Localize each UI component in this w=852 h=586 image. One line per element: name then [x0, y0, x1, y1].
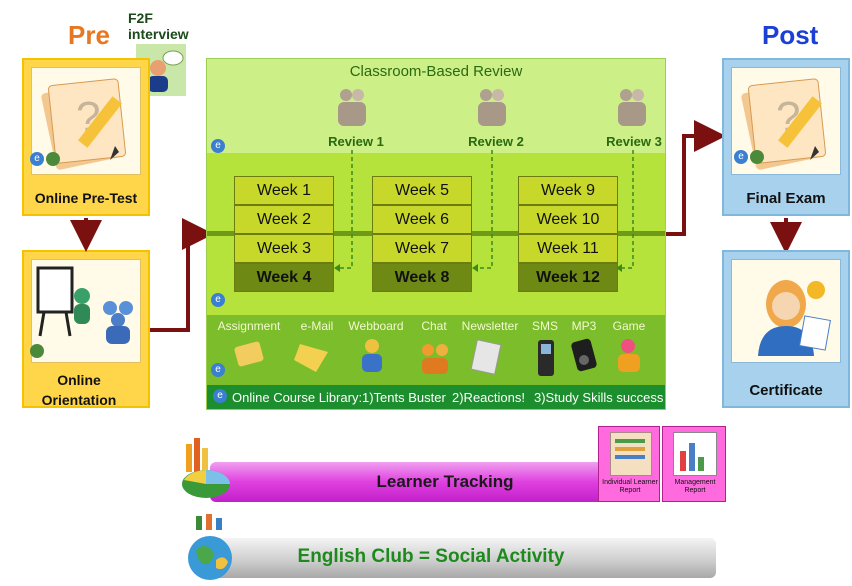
- people-icon: [30, 344, 44, 358]
- review-1-label: Review 1: [328, 134, 384, 149]
- report-building-icon: [610, 432, 652, 476]
- people-icon: [750, 150, 764, 164]
- certificate-box[interactable]: Certificate: [722, 250, 850, 408]
- review-3-people-icon: [614, 86, 650, 128]
- tool-label-email: e-Mail: [300, 319, 334, 333]
- tracking-chart-icon: [182, 438, 230, 498]
- pre-test-label: Online Pre-Test: [34, 190, 138, 206]
- week-block[interactable]: Week 1: [234, 176, 334, 205]
- newsletter-icon: [470, 339, 502, 375]
- english-club-bar: [206, 538, 716, 578]
- ie-icon: e: [213, 389, 227, 403]
- ie-icon: e: [211, 139, 225, 153]
- globe-club-icon: [188, 514, 232, 580]
- week-block[interactable]: Week 12: [518, 263, 618, 292]
- week-block[interactable]: Week 3: [234, 234, 334, 263]
- week-block[interactable]: Week 10: [518, 205, 618, 234]
- assignment-icon: [234, 341, 264, 367]
- orientation-label: Online Orientation: [41, 372, 117, 408]
- review-panel-title: Classroom-Based Review: [349, 63, 523, 80]
- library-item-1[interactable]: 1)Tents Buster: [362, 390, 446, 405]
- learner-tracking-label: Learner Tracking: [376, 472, 514, 491]
- library-label: Online Course Library:: [232, 390, 363, 405]
- week-block[interactable]: Week 5: [372, 176, 472, 205]
- tool-label-assignment: Assignment: [217, 319, 281, 333]
- game-icon: [618, 339, 640, 372]
- post-heading: Post: [762, 20, 819, 50]
- email-icon: [294, 344, 328, 372]
- f2f-interview-label: F2F interview: [128, 10, 189, 42]
- management-report-label: Management Report: [674, 479, 716, 494]
- tool-label-newsletter: Newsletter: [461, 319, 519, 333]
- tool-label-sms: SMS: [531, 319, 558, 333]
- tool-label-webboard: Webboard: [348, 319, 404, 333]
- tool-label-game: Game: [612, 319, 646, 333]
- webboard-icon: [362, 339, 382, 372]
- review-3-label: Review 3: [606, 134, 662, 149]
- report-chart-icon: [673, 432, 717, 476]
- online-pre-test-box[interactable]: ? e Online Pre-Test: [22, 58, 150, 216]
- ie-icon: e: [734, 150, 748, 164]
- sms-phone-icon: [538, 340, 554, 376]
- learner-tracking-bar: [210, 462, 610, 502]
- week-block[interactable]: Week 9: [518, 176, 618, 205]
- pre-test-paper-icon: ?: [41, 78, 126, 170]
- presentation-board-icon: [36, 266, 133, 344]
- english-club-label: English Club = Social Activity: [297, 546, 565, 567]
- review-2-label: Review 2: [468, 134, 524, 149]
- people-icon: [46, 152, 60, 166]
- review-2-people-icon: [474, 86, 510, 128]
- week-block[interactable]: Week 11: [518, 234, 618, 263]
- individual-learner-report-button[interactable]: Individual Learner Report: [598, 426, 660, 502]
- graduate-certificate-icon: [758, 280, 831, 356]
- pre-heading: Pre: [68, 20, 110, 50]
- chat-icon: [422, 344, 448, 374]
- final-exam-paper-icon: ?: [741, 78, 826, 170]
- mp3-player-icon: [571, 338, 597, 372]
- tool-label-chat: Chat: [421, 319, 447, 333]
- week-block[interactable]: Week 2: [234, 205, 334, 234]
- management-report-button[interactable]: Management Report: [662, 426, 726, 502]
- final-exam-label: Final Exam: [746, 190, 826, 207]
- certificate-label: Certificate: [749, 382, 823, 399]
- library-item-2[interactable]: 2)Reactions!: [452, 390, 525, 405]
- ie-icon: e: [211, 293, 225, 307]
- library-item-3[interactable]: 3)Study Skills success: [534, 390, 664, 405]
- online-orientation-box[interactable]: Online Orientation: [22, 250, 150, 408]
- individual-report-label: Individual Learner Report: [602, 479, 658, 494]
- week-block[interactable]: Week 7: [372, 234, 472, 263]
- week-block[interactable]: Week 6: [372, 205, 472, 234]
- library-band: [207, 385, 665, 409]
- week-block[interactable]: Week 4: [234, 263, 334, 292]
- final-exam-box[interactable]: ? e Final Exam: [722, 58, 850, 216]
- week-block[interactable]: Week 8: [372, 263, 472, 292]
- ie-icon: e: [30, 152, 44, 166]
- tool-label-mp3: MP3: [571, 319, 597, 333]
- ie-icon: e: [211, 363, 225, 377]
- review-1-people-icon: [334, 86, 370, 128]
